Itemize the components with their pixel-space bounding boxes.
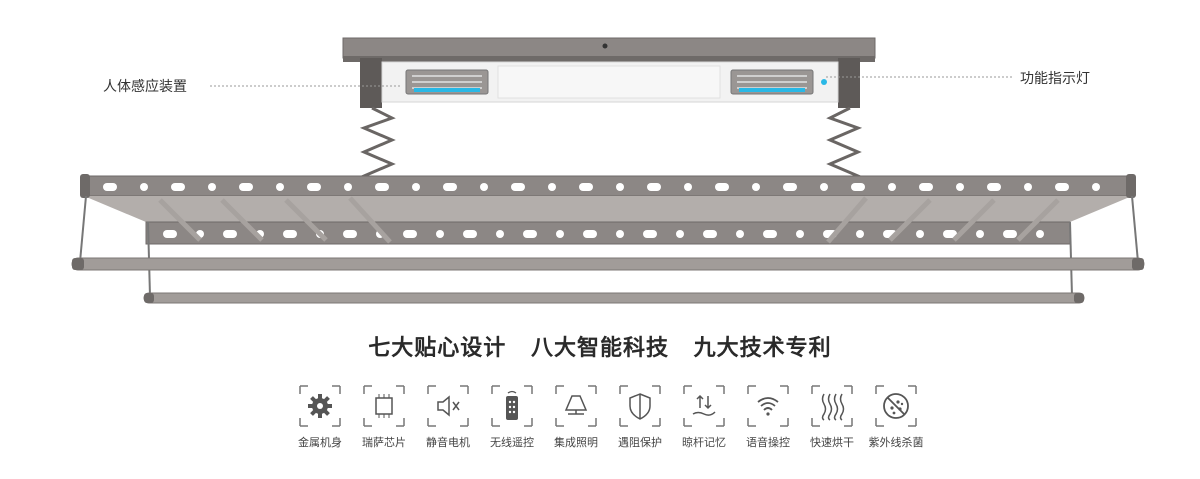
headline-part-1: 七大贴心设计 (368, 336, 507, 361)
headline-part-2: 八大智能科技 (530, 336, 669, 361)
gear-icon (299, 385, 341, 427)
feature-item: 金属机身 (288, 384, 352, 454)
feature-label: 无线遥控 (490, 436, 534, 449)
headline: 七大贴心设计 八大智能科技 九大技术专利 (0, 330, 1200, 362)
product-illustration (71, 37, 1145, 304)
feature-label: 快速烘干 (810, 436, 854, 449)
feature-item: 语音操控 (736, 384, 800, 454)
right-fan-vent (730, 69, 827, 95)
feature-label: 集成照明 (554, 436, 598, 449)
feature-label: 静音电机 (426, 436, 470, 449)
feature-label: 语音操控 (746, 436, 790, 449)
feature-list: 金属机身 瑞萨芯片 静音电机 无线遥控 集成照明 遇阻保护 晾杆记忆 语音操控 … (288, 384, 928, 454)
indicator-light-label: 功能指示灯 (1020, 71, 1090, 87)
wifi-icon (747, 385, 789, 427)
mute-speaker-icon (427, 385, 469, 427)
germ-icon (875, 385, 917, 427)
lamp-icon (555, 385, 597, 427)
left-fan-vent (405, 69, 489, 95)
feature-label: 紫外线杀菌 (868, 436, 924, 449)
feature-item: 无线遥控 (480, 384, 544, 454)
feature-item: 晾杆记忆 (672, 384, 736, 454)
human-sensor-label: 人体感应装置 (103, 79, 187, 95)
shield-icon (619, 385, 661, 427)
rack-frame (79, 174, 1139, 297)
feature-item: 快速烘干 (800, 384, 864, 454)
feature-item: 紫外线杀菌 (864, 384, 928, 454)
feature-item: 遇阻保护 (608, 384, 672, 454)
feature-label: 金属机身 (298, 436, 342, 449)
feature-label: 遇阻保护 (618, 436, 662, 449)
feature-item: 静音电机 (416, 384, 480, 454)
drying-rods (71, 257, 1145, 304)
ceiling-unit (342, 37, 876, 108)
chip-icon (363, 385, 405, 427)
scissor-arms (359, 106, 863, 188)
feature-label: 瑞萨芯片 (362, 436, 406, 449)
feature-item: 瑞萨芯片 (352, 384, 416, 454)
remote-control-icon (491, 385, 533, 427)
clothes-rack-drawing (71, 37, 1145, 304)
headline-part-3: 九大技术专利 (693, 336, 832, 361)
feature-label: 晾杆记忆 (682, 436, 726, 449)
feature-item: 集成照明 (544, 384, 608, 454)
hand-arrows-icon (683, 385, 725, 427)
heat-waves-icon (811, 385, 853, 427)
